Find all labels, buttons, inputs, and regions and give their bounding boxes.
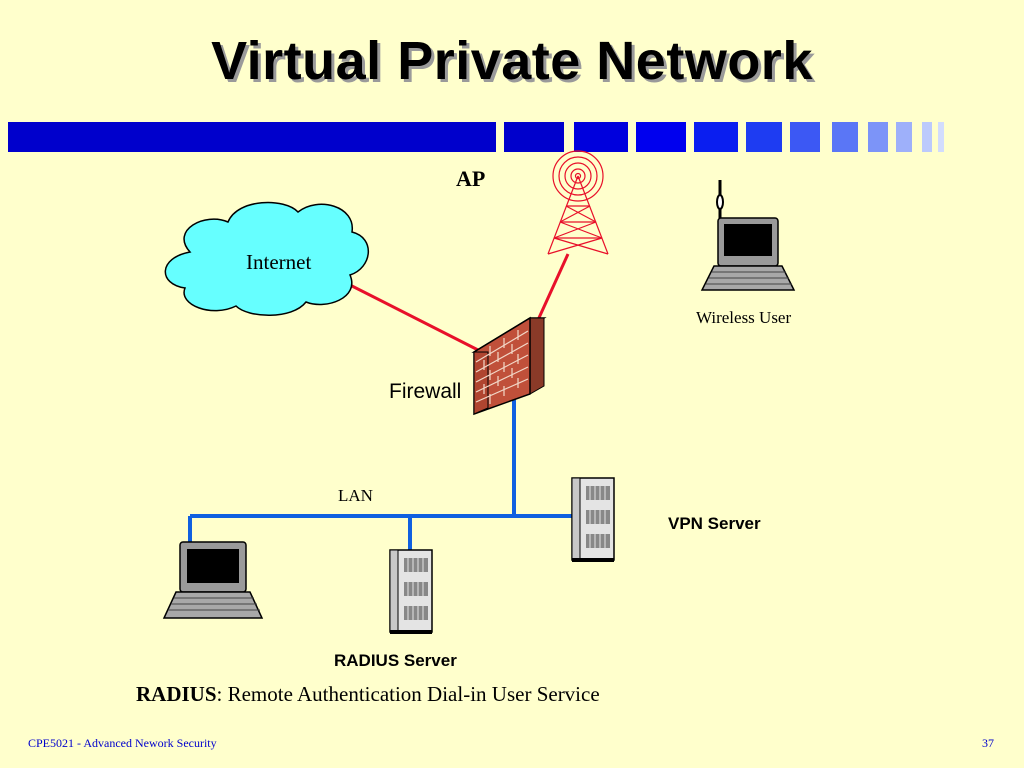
radius-definition: RADIUS: Remote Authentication Dial-in Us… — [136, 682, 600, 707]
internet-cloud-icon — [164, 201, 370, 316]
footer-page-number: 37 — [982, 736, 994, 750]
slide-title: Virtual Private Network — [211, 31, 813, 91]
radius-server-tower-icon — [389, 549, 433, 634]
access-point-tower-icon — [547, 150, 609, 255]
firewall-label: Firewall — [389, 380, 462, 403]
wireless-user-label: Wireless User — [696, 308, 792, 327]
radius-server-label: RADIUS Server — [334, 651, 457, 670]
internet-firewall-link — [349, 283, 483, 354]
lan-lines — [188, 396, 572, 550]
lan-label: LAN — [338, 486, 373, 505]
firewall-brick-wall-icon — [471, 316, 547, 416]
footer-course: CPE5021 - Advanced Nework Security — [28, 736, 217, 750]
ap-label: AP — [456, 166, 486, 191]
lan-laptop-icon — [162, 541, 264, 619]
vpn-server-tower-icon — [571, 477, 615, 562]
radius-definition-term: RADIUS — [136, 682, 217, 706]
internet-label: Internet — [246, 250, 312, 274]
vpn-server-label: VPN Server — [668, 514, 761, 533]
ap-firewall-link — [536, 253, 570, 321]
wireless-user-laptop-icon — [700, 180, 796, 291]
radius-definition-text: : Remote Authentication Dial-in User Ser… — [216, 682, 600, 706]
title-decorative-bar — [8, 122, 944, 152]
